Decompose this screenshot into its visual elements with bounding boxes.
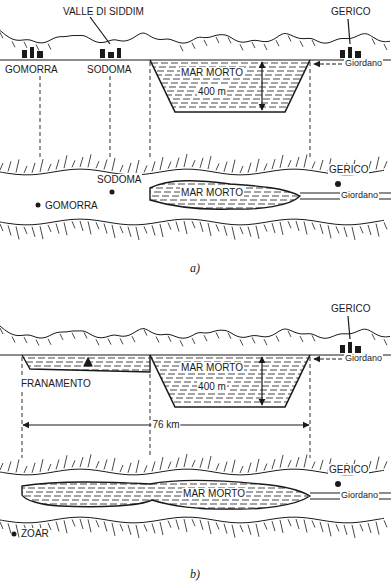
hill-hatching: [0, 32, 387, 51]
place-label: a): [189, 262, 201, 275]
place-label: 76 km: [151, 419, 180, 430]
river-arrow: [314, 358, 342, 359]
place-label: GOMORRA: [4, 64, 59, 75]
place-label: MAR MORTO: [180, 362, 244, 373]
place-label: SODOMA: [96, 174, 142, 185]
landslide-basin: [22, 355, 150, 372]
place-label: Giordano: [344, 353, 383, 364]
ground-line: [0, 59, 391, 60]
place-label: MAR MORTO: [182, 488, 246, 499]
place-label: MAR MORTO: [180, 67, 244, 78]
slope-hatching: [0, 519, 387, 538]
place-label: GERICO: [328, 164, 369, 175]
place-label: Giordano: [340, 190, 379, 201]
city-icon: [340, 342, 361, 353]
ground-line: [0, 354, 391, 355]
place-label: GERICO: [330, 6, 371, 17]
slope-hatching: [0, 221, 387, 240]
place-label: GOMORRA: [44, 200, 99, 211]
lake-surface: [22, 354, 310, 355]
hill-hatching: [0, 328, 387, 346]
place-label: VALLE DI SIDDIM: [62, 6, 145, 17]
place-label: 400 m: [197, 381, 227, 392]
map-lake: [150, 181, 300, 209]
water-lines: [22, 358, 150, 370]
place-label: ZOAR: [20, 528, 50, 539]
place-label: FRANAMENTO: [20, 378, 92, 389]
place-label: b): [189, 568, 201, 581]
pointer-line: [348, 19, 350, 44]
lake-surface: [150, 59, 310, 60]
place-label: GERICO: [330, 303, 371, 314]
water-lines: [150, 63, 310, 107]
river-arrow: [314, 63, 342, 64]
lake-basin: [150, 355, 310, 407]
place-label: SODOMA: [86, 64, 132, 75]
valley-edge: [0, 469, 384, 475]
place-label: GERICO: [328, 464, 369, 475]
lake-basin: [150, 60, 310, 112]
projection-line: [40, 62, 310, 158]
projection-line: [22, 357, 310, 458]
pointer-line: [348, 316, 350, 339]
city-icon: [22, 47, 361, 58]
place-label: Giordano: [340, 490, 379, 501]
town-dot: [12, 481, 342, 537]
place-label: 400 m: [197, 86, 227, 97]
water-lines: [150, 358, 310, 402]
map-lake: [22, 480, 310, 509]
hill-profile: [0, 30, 390, 43]
place-label: MAR MORTO: [180, 187, 244, 198]
place-label: Giordano: [344, 58, 383, 69]
hill-profile: [0, 326, 390, 338]
water-lines: [22, 480, 310, 508]
water-lines: [150, 180, 300, 208]
valley-edge: [0, 169, 384, 175]
